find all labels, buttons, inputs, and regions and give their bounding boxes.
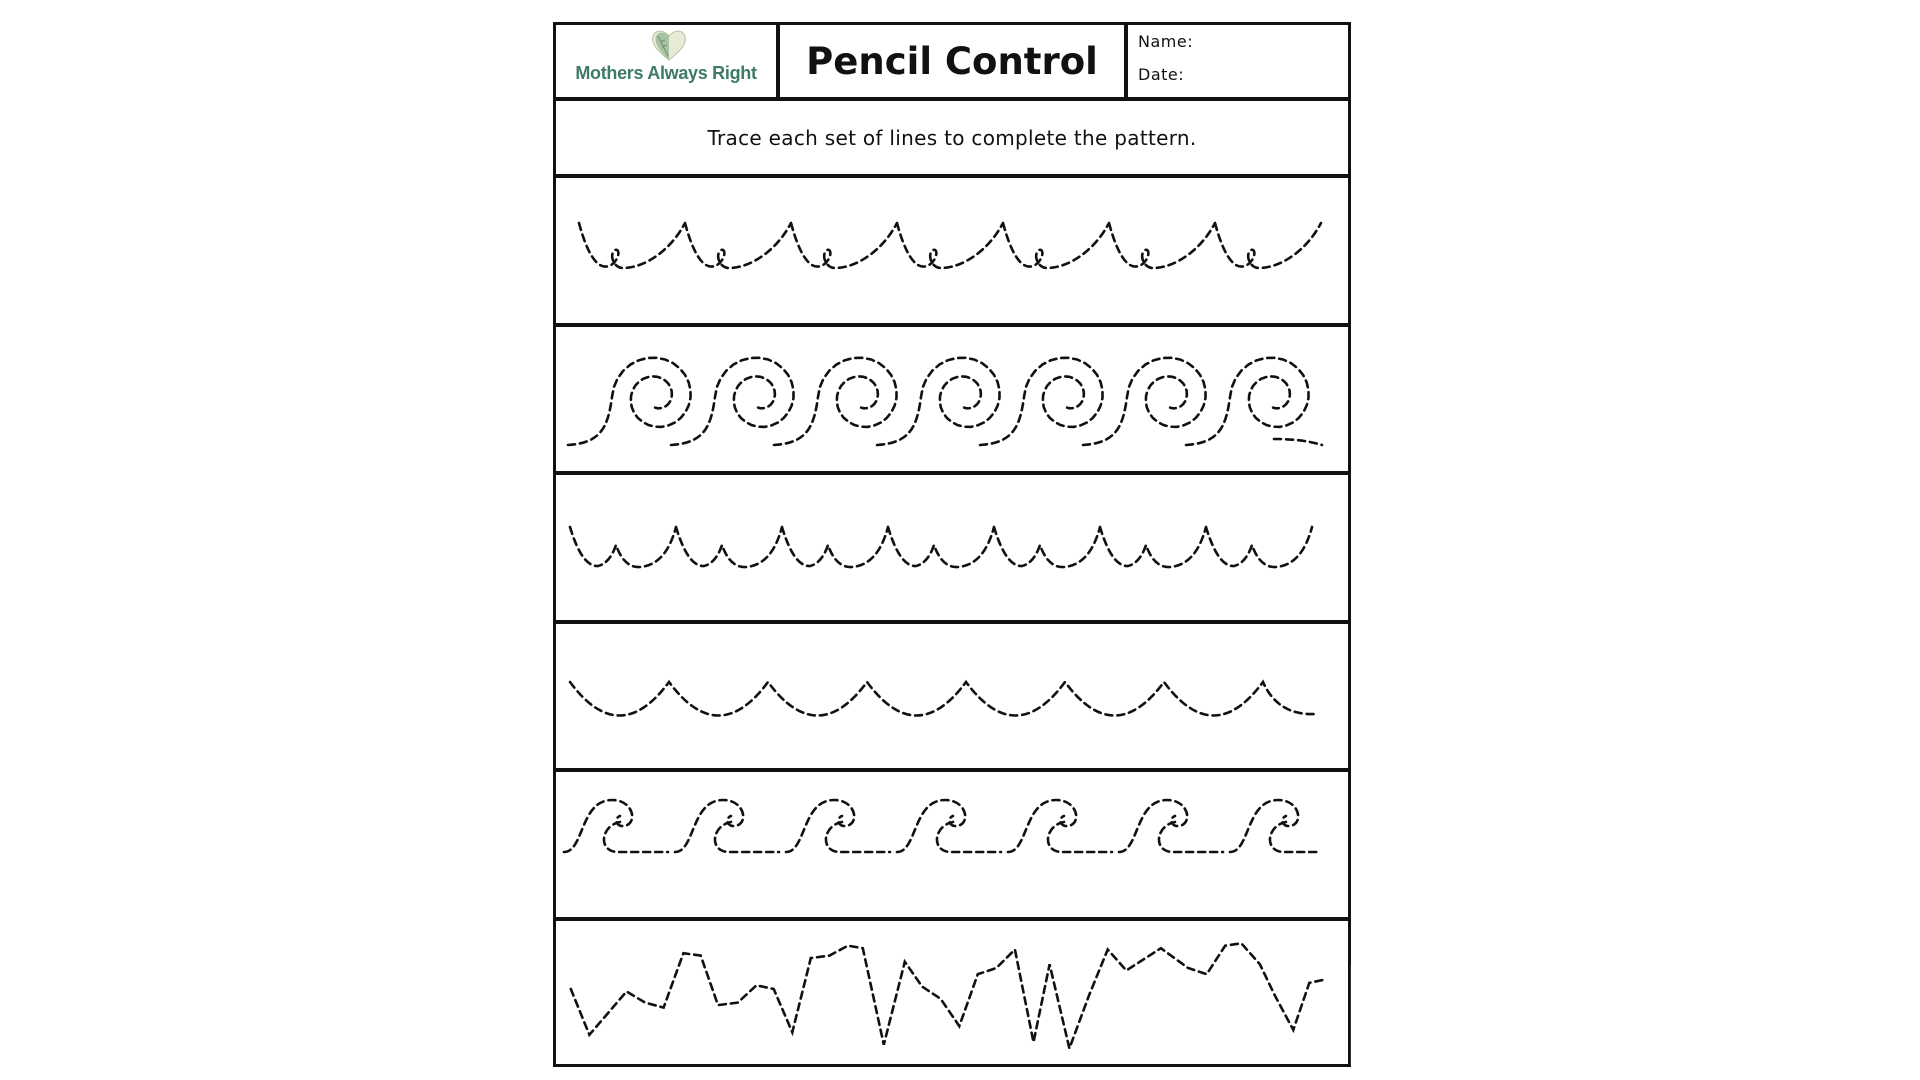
pattern-row-scallop-bumps <box>556 475 1348 624</box>
dashed-trace-line <box>577 221 1323 270</box>
worksheet-header: Mothers Always Right Pencil Control Name… <box>556 25 1348 101</box>
dashed-trace-line <box>568 525 1314 569</box>
dashed-trace-line <box>566 356 1324 446</box>
heart-leaf-icon <box>652 30 686 61</box>
title-cell: Pencil Control <box>780 25 1128 97</box>
name-date-cell: Name: Date: <box>1128 25 1348 97</box>
tracing-pattern-zigzag[interactable] <box>556 921 1348 1067</box>
dashed-trace-line <box>569 941 1328 1053</box>
date-field[interactable]: Date: <box>1138 65 1185 84</box>
tracing-pattern-spirals[interactable] <box>556 327 1348 473</box>
page-title: Pencil Control <box>806 39 1098 83</box>
tracing-pattern-scallops[interactable] <box>556 624 1348 770</box>
dashed-trace-line <box>568 679 1318 717</box>
logo-text: Mothers Always Right <box>575 63 757 83</box>
tracing-pattern-scallop-bumps[interactable] <box>556 475 1348 621</box>
worksheet: Mothers Always Right Pencil Control Name… <box>553 22 1351 1067</box>
pattern-row-loops <box>556 178 1348 327</box>
tracing-pattern-loops[interactable] <box>556 178 1348 324</box>
pattern-row-waves <box>556 772 1348 921</box>
dashed-trace-line <box>562 799 1320 854</box>
pattern-row-scallops <box>556 624 1348 773</box>
logo: Mothers Always Right <box>556 25 780 97</box>
instructions-row: Trace each set of lines to complete the … <box>556 101 1348 178</box>
tracing-pattern-waves[interactable] <box>556 772 1348 918</box>
pattern-row-zigzag <box>556 921 1348 1070</box>
credit-mark <box>1350 965 1357 1065</box>
pattern-row-spirals <box>556 327 1348 476</box>
name-field[interactable]: Name: <box>1138 32 1194 51</box>
instructions: Trace each set of lines to complete the … <box>707 125 1197 150</box>
